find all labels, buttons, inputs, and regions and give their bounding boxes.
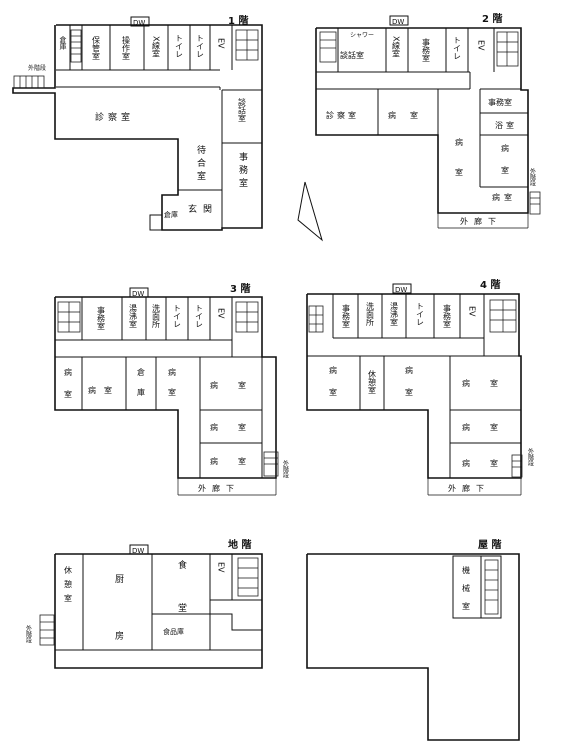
f3-ward-1: 病室 [64,367,73,412]
f4-outer-corridor: 外廊下 [448,483,490,493]
f1-toilet-1: トイレ [175,34,184,58]
floor-1-plan: 1 階 DW 倉庫 保管室 操作室 X線室 トイレ トイレ [12,14,263,231]
basement-dw: DW [132,547,144,555]
f4-ward-1: 病室 [329,365,338,410]
floor-1-walls [12,24,263,231]
b1-lounge: 休憩室 [64,565,73,608]
north-arrow [297,181,323,242]
basement-walls [54,553,263,669]
floor-4-dw-box [392,283,412,294]
b1-ev: EV [217,562,226,573]
f1-guard-room: 保管室 [92,35,101,60]
f4-hot-water-room: 湯沸室 [390,301,399,326]
f2-ward-3: 病室 [501,143,510,188]
f1-small-storage: 倉庫 [164,210,178,219]
f4-ward-2: 病室 [405,365,414,410]
f4-lounge: 休憩室 [368,369,377,394]
f3-toilet-2: トイレ [195,304,204,328]
f2-office: 事務室 [422,37,431,62]
f3-ev: EV [217,308,226,319]
floor-3-dw: DW [132,290,144,298]
f4-ward-5: 病室 [462,458,518,468]
b1-outer-stairs: 外階段 [25,624,32,644]
floor-2-dw: DW [392,18,404,26]
f4-outer-stairs: 外階段 [527,447,534,467]
f4-washroom: 洗面所 [366,301,375,327]
f1-operation-room: 操作室 [122,35,131,60]
f3-ward-5: 病室 [210,422,266,432]
f1-outer-stairs: 外階段 [28,64,46,72]
f1-xray-room: X線室 [152,36,161,58]
roof-label: 屋 階 [478,538,501,551]
f1-office: 事務室 [237,151,248,191]
f2-ward-4: 病室 [492,192,516,202]
f2-bath-room: 浴室 [495,120,517,130]
roof-machine-room: 機械室 [462,565,471,620]
f3-outer-corridor: 外廊下 [198,483,240,493]
floor-2-plan: 2 階 DW シャワー 談話室 X線室 事務室 トイレ EV 診察 [297,12,541,242]
f3-outer-stairs: 外階段 [282,459,289,479]
f2-ward-2: 病室 [455,137,464,198]
f1-consult-room: 談話室 [238,97,247,122]
roof-walls [306,553,520,741]
f3-hot-water-room: 湯沸室 [129,303,138,328]
f4-office-2: 事務室 [443,303,452,328]
basement-plan: 地 階 DW 休憩室 厨房 食堂 食品庫 EV 外階段 [25,538,263,688]
floor-4-dw: DW [395,286,407,294]
basement-label: 地 階 [228,538,251,551]
floor-2-dw-box [389,15,409,26]
f2-outer-stairs: 外階段 [529,167,536,187]
f4-ev: EV [468,306,477,317]
f4-office-1: 事務室 [342,303,351,328]
floor-2-label: 2 階 [482,12,502,25]
f3-ward-2: 病室 [88,385,120,395]
f4-ward-3: 病室 [462,378,518,388]
f3-ward-6: 病室 [210,456,266,466]
f1-ev: EV [217,38,226,49]
floor-4-label: 4 階 [480,278,500,291]
f2-outer-corridor: 外廊下 [460,216,502,226]
f1-entrance: 玄関 [188,203,218,215]
f2-office-2: 事務室 [488,97,512,107]
floor-4-plan: 4 階 DW 事務室 洗面所 湯沸室 トイレ 事務室 EV 病室 休 [306,278,534,496]
b1-food-storage: 食品庫 [163,627,184,636]
b1-dining: 食堂 [176,559,187,646]
f4-ward-4: 病室 [462,422,518,432]
floor-1-label: 1 階 [228,14,248,27]
f3-office: 事務室 [97,305,106,330]
f3-storage: 倉庫 [137,367,146,408]
floor-1-dw: DW [133,19,145,27]
f1-toilet-2: トイレ [196,34,205,58]
f4-toilet: トイレ [416,302,425,326]
f3-washroom: 洗面所 [152,303,161,329]
f2-exam-room: 診察室 [326,110,359,120]
b1-kitchen: 厨房 [113,574,124,688]
f1-waiting-room: 待合室 [195,144,206,184]
f2-shower: シャワー [350,32,374,39]
floor-1-dw-box [130,16,150,27]
f2-ev: EV [477,40,486,51]
f3-ward-4: 病室 [210,380,266,390]
roof-plan: 屋 階 機械室 [306,538,520,741]
f1-exam-room: 診察室 [95,111,134,123]
f2-ward-1: 病室 [388,110,432,120]
f3-ward-3: 病室 [168,367,177,408]
f1-storage: 倉庫 [59,35,67,51]
f2-consult-room: 談話室 [340,50,364,60]
f2-toilet: トイレ [453,36,462,60]
f2-xray-room: X線室 [392,36,401,58]
f3-toilet-1: トイレ [173,304,182,328]
floor-3-plan: 3 階 DW 事務室 湯沸室 洗面所 トイレ トイレ EV [54,282,289,496]
floor-3-label: 3 階 [230,282,250,295]
